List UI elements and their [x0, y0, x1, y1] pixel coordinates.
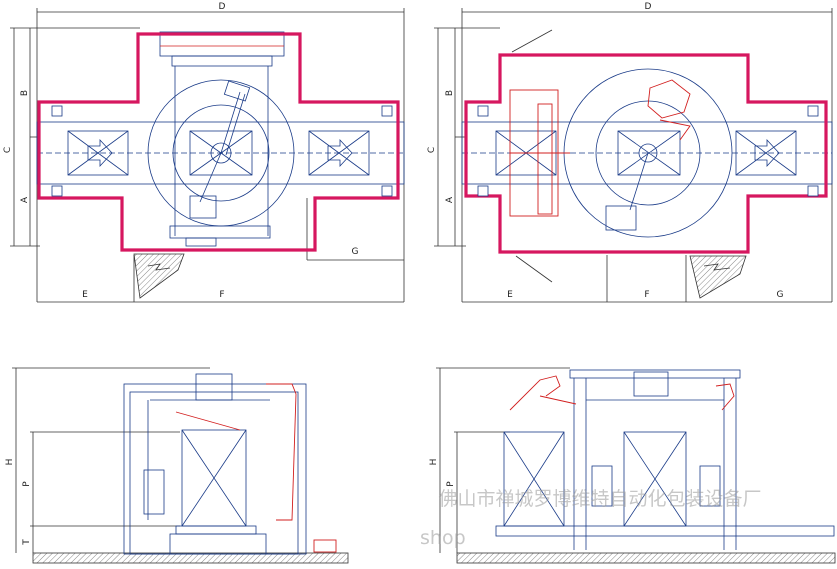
corner-posts	[477, 105, 819, 197]
dimension-lines	[434, 8, 833, 303]
dim-label-d: D	[645, 2, 652, 12]
dim-label-g: G	[352, 247, 359, 257]
dim-label-a: A	[445, 196, 455, 203]
door-swing	[689, 255, 747, 299]
film-carriage	[509, 79, 691, 217]
bottom-right-elevation: H P	[429, 367, 836, 564]
dim-label-a: A	[20, 196, 30, 203]
frame-structure	[159, 31, 285, 247]
dim-label-b: B	[20, 90, 30, 96]
dim-label-c: C	[427, 147, 437, 153]
conveyor	[36, 121, 405, 185]
door-arcs	[511, 29, 553, 283]
dim-label-f: F	[219, 290, 224, 300]
footprint-outline	[464, 53, 828, 254]
dim-label-p: P	[22, 481, 32, 487]
dim-label-h: H	[5, 459, 15, 466]
film-arm	[175, 383, 337, 553]
film-arm	[509, 375, 735, 411]
floor	[456, 552, 836, 564]
machine-frame	[123, 373, 307, 555]
dim-label-t: T	[22, 539, 32, 546]
dim-label-f: F	[644, 290, 649, 300]
top-left-plan-view: D C B A E F G	[3, 2, 405, 303]
dim-label-e: E	[82, 290, 88, 300]
dim-label-e: E	[507, 290, 513, 300]
door-swing	[133, 253, 185, 299]
top-right-plan-view: D C B A E F G	[427, 2, 833, 303]
floor	[32, 552, 349, 564]
dim-label-b: B	[445, 90, 455, 96]
watermark-line-1: 佛山市禅城罗博维特自动化包装设备厂	[438, 488, 761, 510]
bottom-left-elevation: H P T	[5, 367, 349, 564]
dim-label-c: C	[3, 147, 13, 153]
machine-frame	[495, 369, 835, 550]
dim-label-h: H	[429, 459, 439, 466]
dim-label-p: P	[446, 481, 456, 487]
watermark-line-2: shop	[420, 527, 466, 549]
dimension-lines	[10, 8, 405, 303]
dimension-lines	[436, 367, 570, 553]
footprint-outline	[37, 32, 400, 252]
corner-posts	[51, 105, 393, 197]
dimension-lines	[12, 367, 210, 553]
dim-label-g: G	[777, 290, 784, 300]
dim-label-d: D	[219, 2, 226, 12]
